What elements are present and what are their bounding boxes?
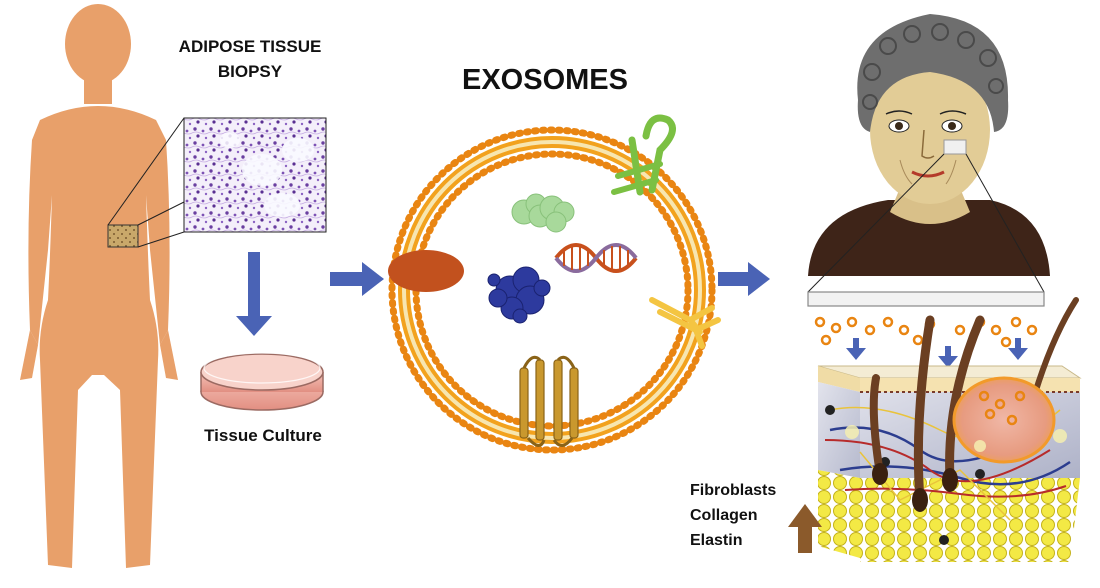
dna-icon bbox=[554, 243, 638, 273]
mirna-hairpin-icon bbox=[611, 114, 676, 196]
down-arrow bbox=[236, 252, 272, 336]
tissue-culture-label: Tissue Culture bbox=[204, 426, 322, 445]
marker-fibroblasts: Fibroblasts bbox=[690, 482, 777, 499]
marker-collagen: Collagen bbox=[690, 507, 758, 524]
protein-complex-icon bbox=[487, 266, 551, 324]
lipid-cluster-icon bbox=[511, 193, 575, 233]
marker-elastin: Elastin bbox=[690, 532, 743, 549]
flow-arrow-1 bbox=[330, 262, 384, 296]
exosomes-title: EXOSOMES bbox=[462, 64, 628, 96]
exosome-patch bbox=[807, 291, 1045, 307]
petri-dish-icon bbox=[200, 352, 324, 411]
skin-cross-section bbox=[817, 297, 1082, 562]
released-exosomes bbox=[814, 316, 1038, 348]
tetraspanin-icon bbox=[519, 355, 579, 447]
up-arrow-icon bbox=[788, 504, 822, 553]
markers-list: Fibroblasts Collagen Elastin bbox=[690, 478, 776, 553]
biopsy-label: ADIPOSE TISSUE BIOPSY bbox=[150, 34, 350, 84]
receptor-icon bbox=[649, 297, 721, 349]
membrane-protein-oval bbox=[388, 250, 464, 292]
penetration-arrows bbox=[846, 338, 1028, 368]
flow-arrow-2 bbox=[718, 262, 770, 296]
human-silhouette bbox=[20, 4, 178, 568]
biopsy-site bbox=[107, 117, 185, 248]
biopsy-label-line1: ADIPOSE TISSUE bbox=[178, 37, 322, 56]
histology-micrograph bbox=[183, 117, 327, 233]
elderly-woman-portrait bbox=[807, 14, 1050, 293]
biopsy-label-line2: BIOPSY bbox=[217, 62, 283, 81]
